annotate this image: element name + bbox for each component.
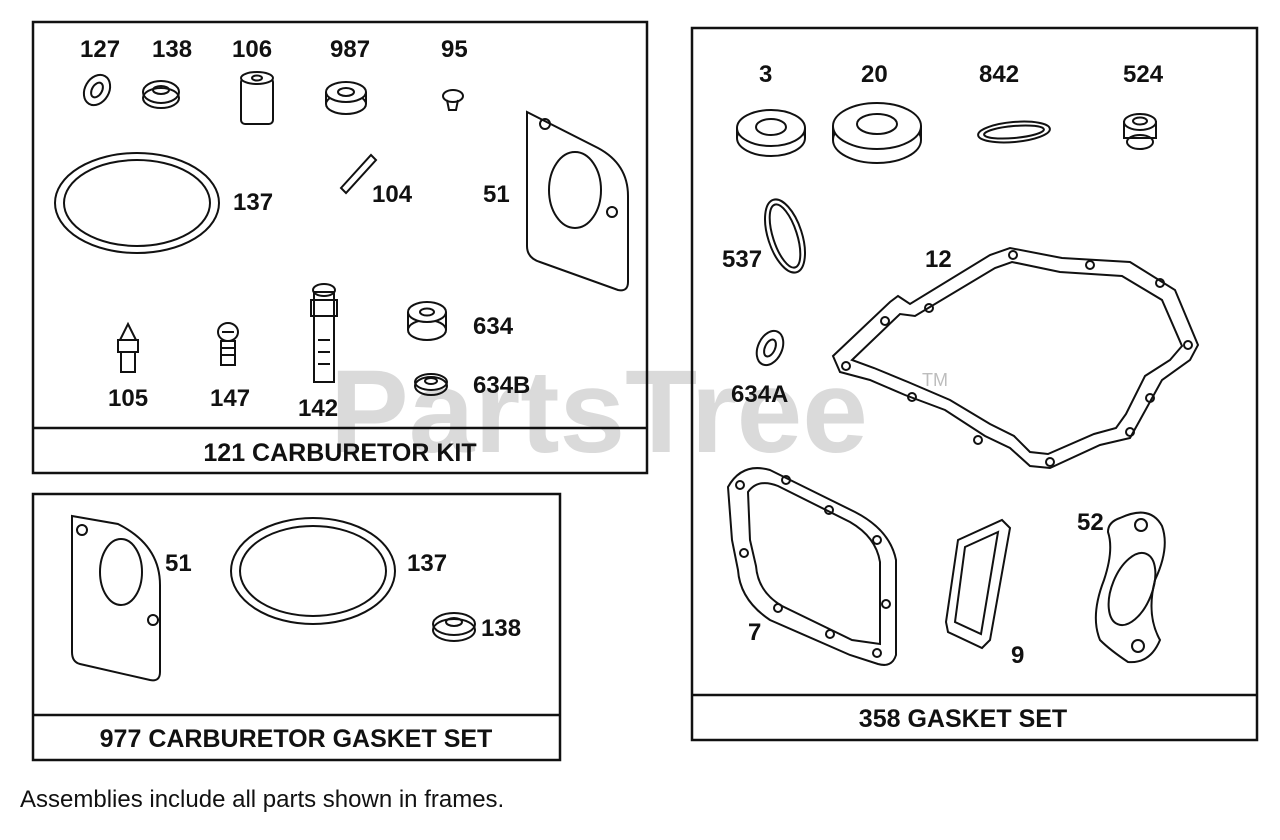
part-105-needle-valve: [117, 321, 139, 373]
gasket-set-border: [690, 26, 1259, 742]
part-634a-seal: [755, 329, 785, 367]
part-label-634a: 634A: [731, 381, 788, 408]
part-142-emulsion-tube: [310, 283, 338, 383]
part-95-screw: [442, 89, 464, 111]
part-524-valve-seal: [1123, 113, 1157, 150]
part-label-20: 20: [861, 61, 888, 88]
part-label-3: 3: [759, 61, 772, 88]
gasket-set-frame: 358 GASKET SET 3 20 842 524 537 12 634A …: [690, 26, 1259, 742]
part-137-ring: [54, 152, 220, 254]
part-51-gasket: [526, 110, 629, 292]
part-label-142: 142: [298, 395, 338, 422]
part-137-ring: [230, 517, 396, 625]
watermark-trademark: TM: [922, 370, 948, 390]
part-634-spacer: [407, 301, 447, 341]
part-label-104: 104: [372, 181, 413, 208]
part-label-137: 137: [407, 550, 447, 577]
part-label-842: 842: [979, 61, 1019, 88]
part-label-524: 524: [1123, 61, 1164, 88]
part-9-breather-gasket: [944, 518, 1012, 650]
part-138-washer: [432, 612, 476, 642]
part-20-seal: [832, 102, 922, 164]
carburetor-kit-title: 121 CARBURETOR KIT: [203, 439, 476, 467]
part-label-9: 9: [1011, 642, 1024, 669]
part-label-634: 634: [473, 313, 514, 340]
part-label-127: 127: [80, 36, 120, 63]
part-label-7: 7: [748, 619, 761, 646]
part-537-o-ring: [764, 198, 806, 274]
parts-diagram: PartsTree TM 121 CARBURETOR KIT 127 138 …: [31, 20, 1259, 762]
part-label-95: 95: [441, 36, 468, 63]
part-147-screw: [217, 322, 239, 366]
carburetor-gasket-set-title: 977 CARBURETOR GASKET SET: [100, 725, 493, 753]
part-label-51: 51: [483, 181, 510, 208]
carburetor-kit-frame: 121 CARBURETOR KIT 127 138 106 987 95 13…: [31, 20, 649, 475]
part-label-105: 105: [108, 385, 148, 412]
part-51-gasket: [71, 514, 161, 682]
part-138-washer: [142, 80, 180, 109]
part-label-138: 138: [152, 36, 192, 63]
part-104-pin: [339, 153, 378, 195]
footnote: Assemblies include all parts shown in fr…: [20, 786, 505, 813]
part-label-537: 537: [722, 246, 762, 273]
part-127-washer: [82, 73, 112, 107]
part-7-cylinder-head-gasket: [726, 467, 897, 666]
part-label-51: 51: [165, 550, 192, 577]
part-842-o-ring: [977, 120, 1051, 144]
part-label-52: 52: [1077, 509, 1104, 536]
part-label-138: 138: [481, 615, 521, 642]
part-label-106: 106: [232, 36, 272, 63]
carburetor-kit-border: [31, 20, 649, 475]
carburetor-gasket-set-frame: 977 CARBURETOR GASKET SET 51 137 138: [31, 492, 562, 762]
part-label-137: 137: [233, 189, 273, 216]
part-987-spacer: [325, 81, 367, 115]
part-12-crankcase-gasket: [831, 246, 1200, 470]
part-634b-washer: [414, 373, 448, 396]
part-52-intake-gasket: [1094, 511, 1166, 664]
part-label-147: 147: [210, 385, 250, 412]
part-label-12: 12: [925, 246, 952, 273]
gasket-set-title: 358 GASKET SET: [859, 705, 1067, 733]
part-label-634b: 634B: [473, 372, 530, 399]
part-label-987: 987: [330, 36, 370, 63]
carburetor-gasket-set-border: [31, 492, 562, 762]
watermark-text: PartsTree: [330, 346, 868, 478]
part-106-bushing: [240, 71, 274, 125]
part-3-seal: [736, 109, 806, 157]
